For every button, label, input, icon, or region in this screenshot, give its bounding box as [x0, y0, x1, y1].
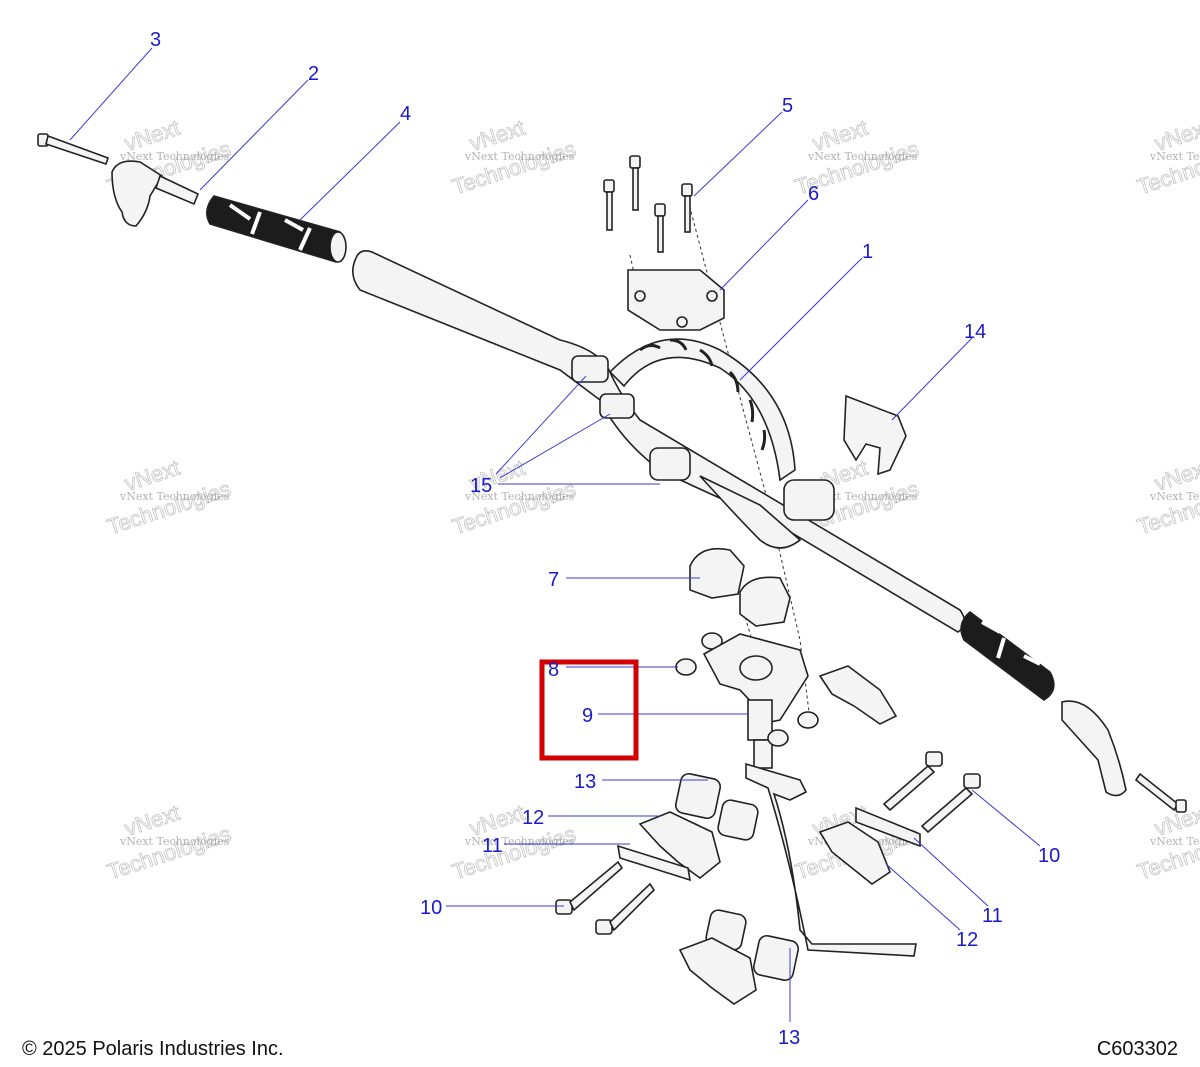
svg-text:vNext Technologies: vNext Technologies	[119, 490, 230, 503]
copyright-notice: © 2025 Polaris Industries Inc.	[22, 1038, 284, 1060]
part-2-right-grip-end	[1061, 700, 1127, 797]
part-5-bolts	[603, 155, 693, 253]
watermark: vNext Technologies vNext Technologies	[449, 114, 580, 199]
highlight-box	[539, 659, 639, 761]
callout-12-right[interactable]: 12	[956, 929, 978, 951]
svg-text:vNext Technologies: vNext Technologies	[1149, 150, 1200, 163]
diagram-code: C603302	[1096, 1038, 1178, 1060]
part-12-risers	[638, 665, 898, 1005]
part-3-bolt	[37, 133, 110, 166]
svg-text:vNext Technologies: vNext Technologies	[119, 835, 230, 848]
callout-10-right[interactable]: 10	[1038, 845, 1060, 867]
watermark: vNext Technologies vNext Technologies	[104, 454, 235, 539]
callout-7[interactable]: 7	[548, 569, 559, 591]
callout-8[interactable]: 8	[548, 659, 559, 681]
svg-text:vNext Technologies: vNext Technologies	[807, 150, 918, 163]
callout-13-lower[interactable]: 13	[778, 1027, 800, 1049]
part-2-grip-end	[111, 160, 200, 227]
callout-4[interactable]: 4	[400, 103, 411, 125]
callout-11-right[interactable]: 11	[982, 905, 1003, 927]
part-10-bolts	[555, 751, 981, 935]
watermark: vNext Technologies vNext Technologies	[1134, 454, 1200, 539]
svg-text:Technologies: Technologies	[104, 476, 234, 539]
svg-text:vNext Technologies: vNext Technologies	[119, 150, 230, 163]
callout-6[interactable]: 6	[808, 183, 819, 205]
part-14-bracket	[843, 394, 907, 476]
callout-9[interactable]: 9	[582, 705, 593, 727]
part-6-top-clamp	[627, 269, 725, 331]
part-7-lower-clamps	[689, 547, 791, 627]
part-11-plates	[616, 806, 921, 882]
part-4-right-grip	[960, 610, 1055, 701]
watermark: vNext Technologies vNext Technologies	[449, 799, 580, 884]
callout-11-left[interactable]: 11	[482, 835, 503, 857]
callout-5[interactable]: 5	[782, 95, 793, 117]
callout-3[interactable]: 3	[150, 29, 161, 51]
watermark: vNext Technologies vNext Technologies	[104, 799, 235, 884]
callout-12-left[interactable]: 12	[522, 807, 544, 829]
svg-text:Technologies: Technologies	[449, 821, 579, 884]
part-8-nuts	[675, 632, 819, 729]
callout-labels: 1 2 3 4 5 6 7 8 9 10 10 11 11 12 12 13 1…	[150, 29, 1060, 1049]
callout-15[interactable]: 15	[470, 475, 492, 497]
part-3-right-bolt	[1134, 772, 1187, 813]
callout-10-left[interactable]: 10	[420, 897, 442, 919]
callout-1[interactable]: 1	[862, 241, 873, 263]
part-9-riser-stem	[702, 633, 917, 957]
leader-lines	[69, 47, 1041, 1022]
part-15-clamps	[571, 355, 835, 549]
callout-13-upper[interactable]: 13	[574, 771, 596, 793]
part-13-spacers	[674, 772, 800, 982]
svg-text:vNext Technologies: vNext Technologies	[464, 150, 575, 163]
callout-2[interactable]: 2	[308, 63, 319, 85]
svg-text:vNext Technologies: vNext Technologies	[1149, 490, 1200, 503]
svg-text:vNext Technologies: vNext Technologies	[464, 490, 575, 503]
svg-text:Technologies: Technologies	[449, 476, 579, 539]
svg-text:vNext Technologies: vNext Technologies	[1149, 835, 1200, 848]
svg-text:vNext Technologies: vNext Technologies	[464, 835, 575, 848]
part-1-crossbar-pad	[608, 338, 796, 482]
part-4-left-grip	[206, 195, 347, 263]
watermark: vNext Technologies vNext Technologies	[449, 454, 580, 539]
svg-text:Technologies: Technologies	[104, 821, 234, 884]
callout-14[interactable]: 14	[964, 321, 986, 343]
svg-text:Technologies: Technologies	[449, 136, 579, 199]
watermark: vNext Technologies vNext Technologies	[1134, 114, 1200, 199]
watermark: vNext Technologies vNext Technologies	[1134, 799, 1200, 884]
